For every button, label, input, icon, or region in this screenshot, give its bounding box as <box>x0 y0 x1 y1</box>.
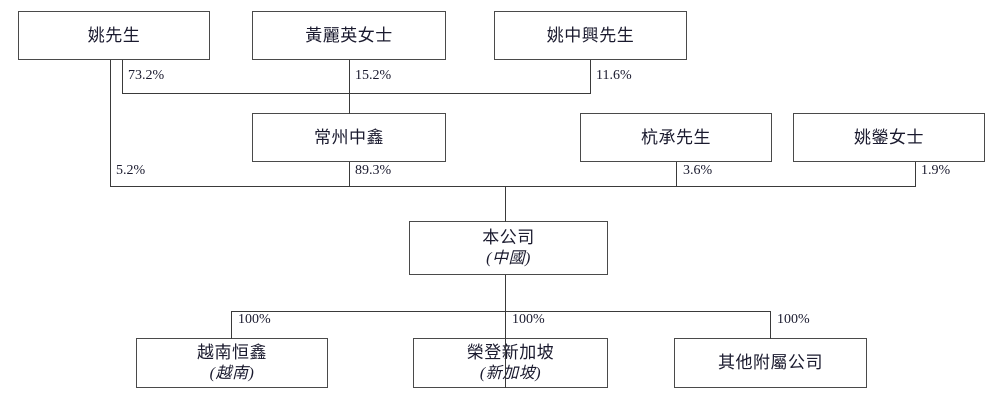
node-yao-zhongxing-mr[interactable]: 姚中興先生 <box>494 11 687 60</box>
node-label: 黃麗英女士 <box>305 25 393 45</box>
node-yao-ying-ms[interactable]: 姚鎣女士 <box>793 113 985 162</box>
node-the-company[interactable]: 本公司 (中國) <box>409 221 608 275</box>
connector-company-drop <box>505 275 506 388</box>
connector-hang-cheng-drop <box>676 162 677 187</box>
node-label: 常州中鑫 <box>314 127 384 147</box>
connector-bus-to-company <box>110 186 916 187</box>
connector-yao-zhongxing-drop <box>590 60 591 94</box>
edge-label-changzhou-to-company: 89.3% <box>355 163 392 178</box>
edge-label-yaozx-to-changzhou: 11.6% <box>596 68 632 83</box>
node-sublabel: (越南) <box>209 364 255 382</box>
connector-yao-mr-drop <box>110 60 111 187</box>
connector-yao-mr-to-changzhou-stub <box>122 60 123 94</box>
node-label: 其他附屬公司 <box>718 353 823 373</box>
node-rongdeng-singapore[interactable]: 榮登新加坡 (新加坡) <box>413 338 608 388</box>
connector-changzhou-drop <box>349 162 350 187</box>
node-label: 姚先生 <box>87 25 141 45</box>
node-other-subsidiaries[interactable]: 其他附屬公司 <box>674 338 867 388</box>
node-label: 本公司 <box>482 228 535 248</box>
node-huang-liying-ms[interactable]: 黃麗英女士 <box>252 11 446 60</box>
edge-label-yao-to-company: 5.2% <box>116 163 146 178</box>
connector-to-other-subsidiaries <box>770 311 771 339</box>
edge-label-company-to-other: 100% <box>777 312 810 327</box>
edge-label-hangcheng-to-company: 3.6% <box>683 163 713 178</box>
connector-huang-ms-drop <box>349 60 350 114</box>
node-label: 越南恒鑫 <box>197 343 267 363</box>
connector-to-vietnam <box>231 311 232 339</box>
node-label: 杭承先生 <box>641 127 711 147</box>
edge-label-huang-to-changzhou: 15.2% <box>355 68 392 83</box>
node-yao-mr[interactable]: 姚先生 <box>18 11 210 60</box>
node-sublabel: (新加坡) <box>479 364 542 382</box>
edge-label-company-to-singapore: 100% <box>512 312 545 327</box>
edge-label-company-to-vietnam: 100% <box>238 312 271 327</box>
node-hang-cheng-mr[interactable]: 杭承先生 <box>580 113 772 162</box>
node-label: 榮登新加坡 <box>466 343 555 363</box>
connector-yao-ying-drop <box>915 162 916 187</box>
edge-label-yao-to-changzhou: 73.2% <box>128 68 165 83</box>
node-vietnam-hengxin[interactable]: 越南恒鑫 (越南) <box>136 338 328 388</box>
edge-label-yaoying-to-company: 1.9% <box>921 163 951 178</box>
connector-bus-to-changzhou <box>122 93 590 94</box>
node-label: 姚中興先生 <box>546 25 635 45</box>
node-changzhou-zhongxin[interactable]: 常州中鑫 <box>252 113 446 162</box>
connector-bus-into-company <box>505 186 506 222</box>
connector-bus-to-subsidiaries <box>231 311 771 312</box>
node-sublabel: (中國) <box>486 249 531 267</box>
node-label: 姚鎣女士 <box>854 127 924 147</box>
